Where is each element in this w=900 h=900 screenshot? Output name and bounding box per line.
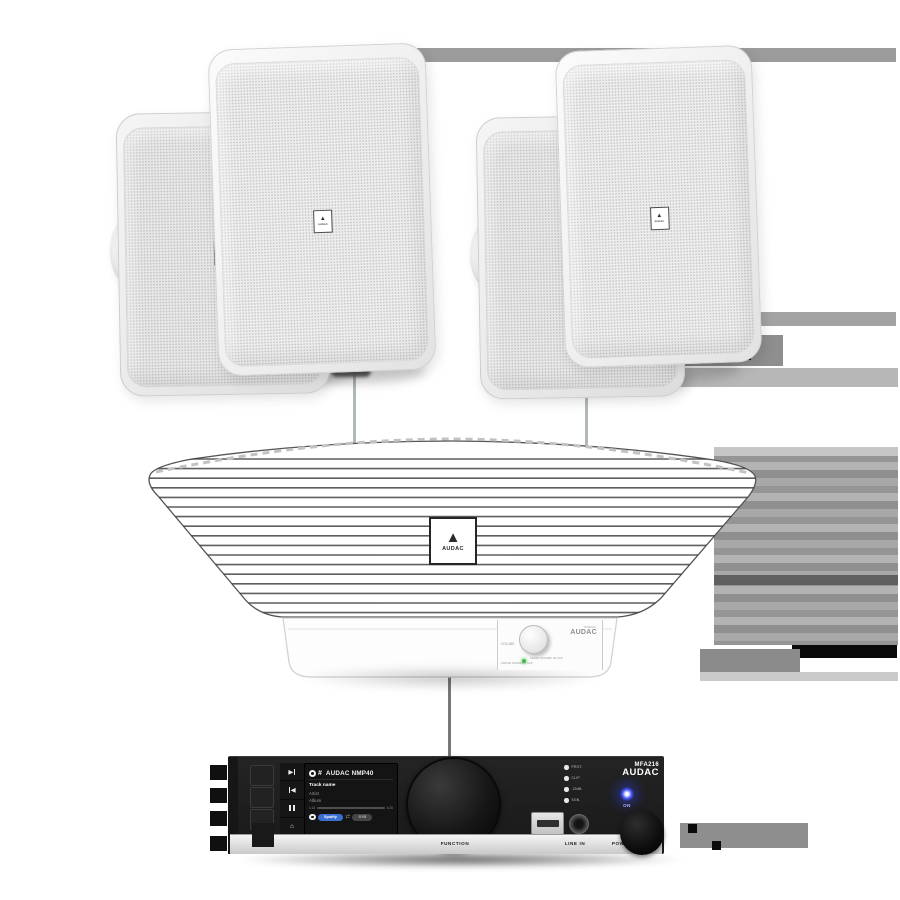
subwoofer-control-panel: VOLUME NOBA8A AUDAC LIMITER DRIVER MF CL…	[497, 620, 603, 670]
nmp40-display: # AUDAC NMP40 Track name Artist Album 1:…	[304, 763, 398, 835]
speaker-right-front: ▲ AUDAC	[554, 44, 763, 369]
progress-bar[interactable]	[317, 806, 385, 810]
rack-ear-tab	[210, 765, 227, 780]
gray-artifact-band-2	[700, 672, 898, 681]
audac-triangle-icon: ▲	[656, 212, 663, 220]
skip-prev-button[interactable]: ◀	[280, 781, 304, 800]
led-dot	[564, 798, 569, 803]
elapsed-time: 1:14	[309, 806, 316, 810]
artist-name: Artist	[309, 790, 319, 796]
rack-ear-tab	[210, 788, 227, 803]
led-label: PROT.	[571, 765, 583, 770]
led-dot	[564, 776, 569, 781]
led-label: -20dB	[571, 787, 582, 792]
skip-prev-icon: ◀	[290, 786, 296, 794]
audac-logo-text: AUDAC	[442, 545, 464, 552]
skip-next-icon: ▶	[288, 768, 294, 776]
led-label: CLIP	[571, 776, 580, 781]
amplifier-mfa216: ▶ ◀ ⌂ # AUDAC NMP40 Track name Artist Al…	[210, 756, 664, 855]
pause-icon	[289, 804, 295, 812]
volume-label: VOLUME	[501, 642, 515, 646]
home-button[interactable]: ⌂	[280, 818, 304, 835]
display-title: AUDAC NMP40	[325, 769, 374, 777]
led-sgn: SGN.	[564, 798, 581, 803]
audac-logo-text: AUDAC	[317, 222, 329, 227]
panel-status-text: LIMITER DRIVER MF CLIP	[501, 661, 533, 665]
power-knob[interactable]	[620, 811, 664, 855]
duration-time: 4:20	[386, 806, 393, 810]
speaker-left-front: ▲ AUDAC	[207, 42, 437, 377]
panel-status-text: SIGNAL STANDBY HF CLIP	[530, 656, 563, 660]
led-clip: CLIP	[564, 776, 580, 781]
shuffle-icon: ⇄	[345, 814, 350, 820]
subwoofer-top-edge	[155, 437, 750, 475]
led-dot	[564, 787, 569, 792]
line-in-label: LINE IN	[564, 841, 586, 846]
wire-right-speakers-to-sub	[585, 383, 588, 449]
spotify-source-pill[interactable]: Spotify	[318, 813, 343, 821]
skip-next-button[interactable]: ▶	[280, 763, 304, 782]
transport-strip: ▶ ◀ ⌂	[280, 763, 304, 835]
audac-logo-badge: ▲ AUDAC	[649, 206, 670, 230]
redacted-label-amplifier	[680, 823, 808, 850]
audac-logo-badge-subwoofer: ▲ AUDAC	[429, 517, 477, 565]
led-prot: PROT.	[564, 765, 582, 770]
progress-row: 1:14 4:20	[309, 806, 393, 810]
signal-led-green	[522, 659, 526, 663]
wire-left-speakers-to-sub	[353, 362, 356, 444]
gray-artifact-bar-mid	[754, 312, 896, 326]
audac-logo-text: AUDAC	[654, 219, 665, 224]
subwoofer-grille-stripes	[149, 458, 756, 614]
front-button-1[interactable]	[250, 765, 274, 786]
volume-knob[interactable]	[519, 625, 548, 654]
gray-artifact-band-1	[645, 368, 898, 387]
front-button-4[interactable]	[252, 823, 274, 847]
pause-button[interactable]	[280, 800, 304, 818]
gray-artifact-stripe-dark	[714, 575, 898, 585]
subwoofer-shadow	[298, 666, 602, 690]
rack-ear	[228, 757, 238, 854]
wire-sub-to-amp	[448, 677, 451, 757]
led-dot	[564, 765, 569, 770]
display-header: # AUDAC NMP40	[309, 767, 393, 780]
audac-triangle-icon: ▲	[445, 528, 461, 546]
album-name: Album	[309, 798, 322, 803]
led-label: SGN.	[571, 798, 581, 803]
track-name: Track name	[309, 783, 336, 788]
power-led-blue	[620, 787, 634, 801]
source-row: Spotify ⇄ SYB	[309, 813, 393, 821]
usb-port[interactable]	[531, 812, 564, 835]
line-in-jack[interactable]	[569, 814, 589, 834]
amplifier-shadow	[240, 851, 682, 868]
amp-model: MFA216	[634, 762, 659, 768]
subwoofer-model: NOBA8A	[583, 625, 596, 629]
function-label: FUNCTION	[440, 841, 470, 846]
audac-logo-badge: ▲ AUDAC	[313, 209, 333, 233]
redacted-label-subwoofer	[700, 649, 800, 672]
black-artifact-bar	[792, 645, 897, 658]
rack-ear-tab	[210, 836, 227, 851]
audac-triangle-icon: ▲	[319, 215, 326, 223]
amp-branding: MFA216 AUDAC	[622, 762, 659, 778]
rack-ear-tab	[210, 811, 227, 826]
gray-artifact-stripe-light	[714, 447, 898, 456]
front-label-strip: FUNCTION LINE IN POWER	[230, 834, 662, 854]
home-icon: ⌂	[290, 822, 294, 830]
source-circle-icon	[309, 813, 316, 821]
amp-brand: AUDAC	[622, 767, 659, 778]
hash-icon: #	[318, 769, 322, 777]
led-20db: -20dB	[564, 787, 582, 792]
front-button-2[interactable]	[250, 787, 274, 808]
on-label: ON	[623, 803, 631, 808]
subwoofer-brand: AUDAC	[570, 629, 597, 636]
source-logo-icon	[309, 769, 316, 777]
syb-source-pill[interactable]: SYB	[352, 813, 373, 821]
